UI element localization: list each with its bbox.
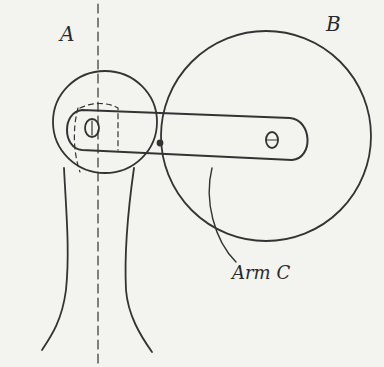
leader-line [209, 168, 236, 262]
pivot-pin [91, 121, 92, 135]
gear-circle: A [52, 70, 158, 174]
stand-outline [125, 168, 152, 352]
gear-label: B [326, 14, 341, 34]
center-line [97, 4, 98, 363]
arm-link [67, 110, 308, 160]
part-label: Arm C [232, 264, 290, 282]
stand-outline [42, 168, 68, 350]
gear-outline [160, 30, 372, 242]
gear-label: A [60, 24, 74, 44]
pivot-pin [266, 139, 278, 140]
hidden-shaft [74, 108, 80, 172]
gear-circle: B [160, 30, 372, 242]
gear-outline [52, 70, 158, 174]
pivot-pin [85, 119, 99, 137]
pivot-pin [266, 132, 278, 148]
